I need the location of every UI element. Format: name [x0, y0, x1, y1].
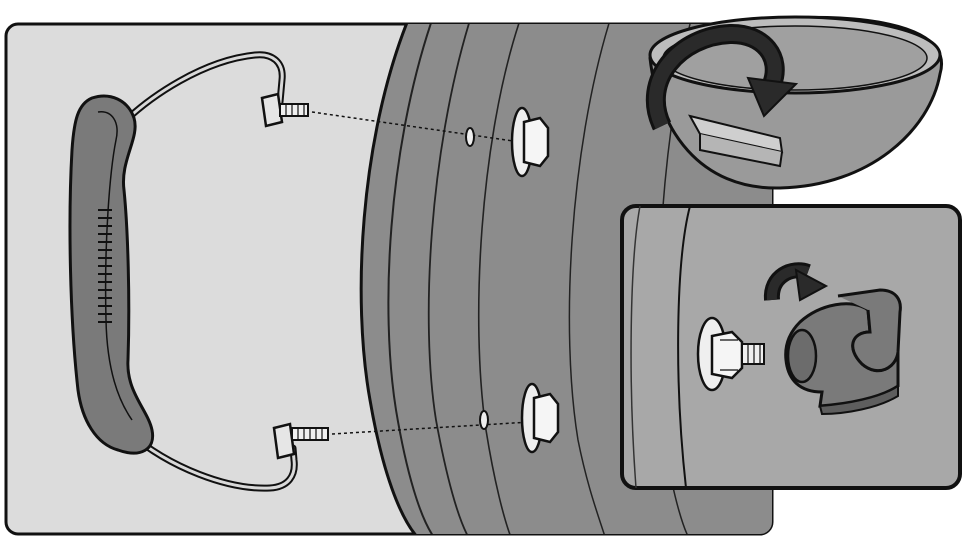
inset-bolt: [696, 316, 765, 392]
bowl-rim-line-4: [568, 24, 611, 534]
thumb-screw-upper: [260, 92, 309, 128]
hole-upper: [465, 127, 475, 147]
curved-arrow-icon: [646, 24, 799, 131]
inset-panel: [620, 204, 962, 490]
bowl-rim-line-2: [427, 24, 471, 534]
handle: [68, 51, 298, 492]
inset-thumb-knob: [784, 288, 902, 416]
nut-fitting-upper: [510, 106, 550, 178]
curved-arrow-icon: [763, 262, 829, 302]
thumb-screw-lower: [272, 422, 329, 460]
guide-line-upper: [311, 111, 521, 143]
handle-ridges: [98, 209, 112, 323]
bowl-rim-line-1: [387, 24, 437, 534]
bowl-rim-line-3: [477, 24, 521, 534]
hole-lower: [479, 410, 489, 430]
bowl-overview: [646, 15, 943, 190]
nut-fitting-lower: [520, 382, 560, 454]
